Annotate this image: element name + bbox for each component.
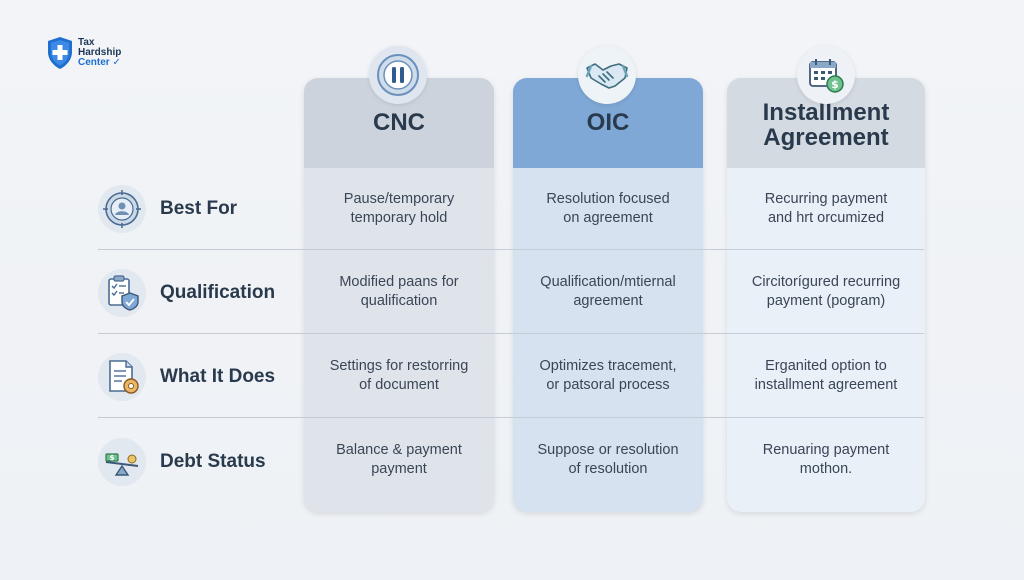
cell-oic-qualification: Qualification/mtiernal agreement <box>513 262 703 322</box>
cell-cnc-qualification: Modified paans for qualification <box>304 262 494 322</box>
cell-ia-what-it-does: Erganited option to installment agreement <box>727 346 925 406</box>
shield-cross-icon <box>48 37 72 69</box>
cell-line: payment (pogram) <box>766 293 886 309</box>
cell-line: mothon. <box>799 461 853 477</box>
document-gear-icon <box>98 353 146 401</box>
row-label-text: What It Does <box>160 366 276 387</box>
cell-line: temporary hold <box>350 210 448 226</box>
cell-line: Resolution focused <box>546 191 670 207</box>
cell-cnc-debt-status: Balance & payment payment <box>304 430 494 490</box>
cell-line: Settings for restorring <box>329 358 469 374</box>
cell-line: Circitorígured recurring <box>751 274 901 290</box>
cell-cnc-what-it-does: Settings for restorring of document <box>304 346 494 406</box>
cell-line: Recurring payment <box>764 191 888 207</box>
row-label-what-it-does: What It Does <box>98 349 298 405</box>
row-divider <box>98 249 924 250</box>
column-header-oic: OIC <box>513 78 703 168</box>
cell-line: of document <box>359 377 439 393</box>
row-label-best-for: Best For <box>98 181 298 237</box>
cell-line: of resolution <box>568 461 648 477</box>
cell-line: Renuaring payment <box>762 442 890 458</box>
balance-scale-icon: $ <box>98 438 146 486</box>
cell-line: on agreement <box>563 210 653 226</box>
handshake-icon <box>578 46 636 104</box>
cell-oic-best-for: Resolution focused on agreement <box>513 179 703 239</box>
cell-line: and hrt orcumized <box>767 210 885 226</box>
cell-line: Suppose or resolution <box>537 442 679 458</box>
logo-line-2: Hardship <box>78 47 122 58</box>
pause-icon <box>369 46 427 104</box>
cell-line: Balance & payment <box>336 442 462 458</box>
cell-line: Modified paans for <box>339 274 459 290</box>
column-header-ia-line-2: Agreement <box>763 124 889 151</box>
row-divider <box>98 333 924 334</box>
svg-text:$: $ <box>110 454 115 462</box>
checklist-shield-icon <box>98 269 146 317</box>
logo-text: Tax Hardship Center ✓ <box>78 38 121 68</box>
cell-line: payment <box>371 461 427 477</box>
cell-line: Optimizes tracement, <box>539 358 677 374</box>
row-divider <box>98 417 924 418</box>
cell-line: Qualification/mtiernal <box>540 274 676 290</box>
cell-oic-what-it-does: Optimizes tracement, or patsoral process <box>513 346 703 406</box>
calendar-dollar-icon: $ <box>797 46 855 104</box>
row-label-qualification: Qualification <box>98 265 298 321</box>
column-oic: OIC <box>513 78 703 512</box>
cell-line: or patsoral process <box>546 377 670 393</box>
row-label-debt-status: $ Debt Status <box>98 434 298 490</box>
row-label-text: Qualification <box>160 282 276 303</box>
cell-cnc-best-for: Pause/temporary temporary hold <box>304 179 494 239</box>
cell-line: installment agreement <box>754 377 898 393</box>
brand-logo: Tax Hardship Center ✓ <box>46 36 121 70</box>
cell-ia-qualification: Circitorígured recurring payment (pogram) <box>727 262 925 322</box>
target-person-icon <box>98 185 146 233</box>
cell-line: Erganited option to <box>765 358 887 374</box>
cell-line: agreement <box>573 293 643 309</box>
column-header-ia-line-1: Installment <box>762 99 890 126</box>
row-label-text: Best For <box>160 198 238 219</box>
cell-ia-debt-status: Renuaring payment mothon. <box>727 430 925 490</box>
cell-oic-debt-status: Suppose or resolution of resolution <box>513 430 703 490</box>
logo-line-3: Center ✓ <box>78 57 121 68</box>
logo-line-1: Tax <box>78 37 95 48</box>
svg-text:$: $ <box>831 78 839 91</box>
row-label-text: Debt Status <box>160 451 266 472</box>
cell-line: qualification <box>360 293 438 309</box>
cell-line: Pause/temporary <box>343 191 455 207</box>
cell-ia-best-for: Recurring payment and hrt orcumized <box>727 179 925 239</box>
